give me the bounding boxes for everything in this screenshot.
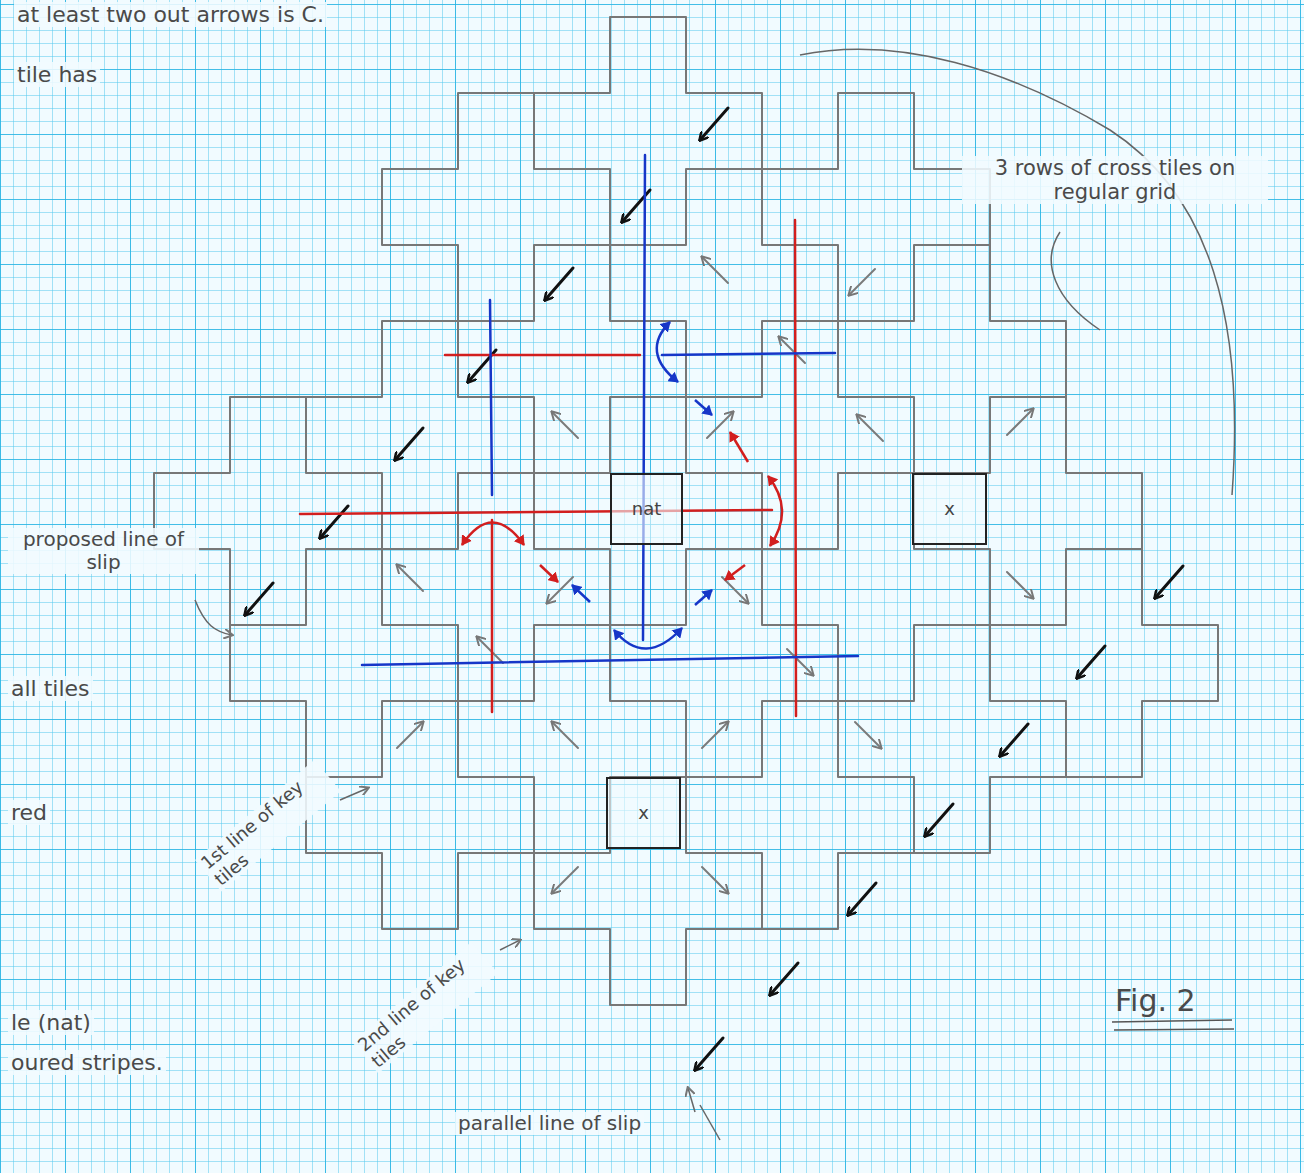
direction-arrow (1000, 724, 1028, 756)
handwritten-note: proposed line of slip (8, 528, 199, 574)
colour-stripe (362, 656, 858, 665)
direction-arrow (397, 722, 423, 748)
rotation-arrow (657, 322, 678, 382)
figure-caption: Fig. 2 (1112, 984, 1199, 1019)
rotation-arrow (462, 523, 524, 546)
direction-arrow (779, 337, 805, 363)
small-arrow (725, 565, 745, 580)
direction-arrow (702, 722, 728, 748)
colour-stripe (300, 510, 772, 514)
small-arrow (572, 585, 590, 602)
direction-arrow (1007, 572, 1033, 598)
handwritten-note: red (8, 800, 50, 825)
direction-arrow (397, 565, 423, 591)
handwritten-note: parallel line of slip (455, 1112, 644, 1135)
direction-arrow (1077, 646, 1105, 678)
marked-tile: x (606, 777, 681, 849)
direction-arrow (770, 963, 798, 995)
colour-stripe (491, 520, 494, 712)
direction-arrow (855, 722, 881, 748)
colour-stripe (643, 155, 645, 640)
direction-arrow (702, 867, 728, 893)
direction-arrow (477, 637, 503, 663)
handwritten-note: le (nat) (8, 1010, 94, 1035)
direction-arrow (1155, 566, 1183, 598)
direction-arrow (552, 412, 578, 438)
small-arrow (695, 590, 712, 605)
marked-tile: x (912, 473, 987, 545)
direction-arrow (1007, 409, 1033, 435)
direction-arrow (707, 412, 733, 438)
colour-stripe (490, 300, 492, 495)
handwritten-note: all tiles (8, 676, 93, 701)
direction-arrow (857, 415, 883, 441)
direction-arrow (787, 649, 813, 675)
direction-arrow (320, 506, 348, 538)
direction-arrow (395, 428, 423, 460)
direction-arrow (722, 577, 748, 603)
direction-arrow (245, 583, 273, 615)
handwritten-note: 2nd line of key tiles (352, 942, 498, 1074)
colour-stripe (662, 353, 835, 355)
handwritten-note: oured stripes. (8, 1050, 166, 1075)
small-arrow (540, 565, 558, 582)
handwritten-note: 1st line of key tiles (195, 760, 341, 892)
direction-arrow (552, 867, 578, 893)
colour-stripe (445, 354, 640, 357)
direction-arrow (552, 722, 578, 748)
rotation-arrow (614, 628, 682, 649)
direction-arrow (547, 577, 573, 603)
handwritten-note: 3 rows of cross tiles on regular grid (962, 156, 1268, 204)
direction-arrow (849, 269, 875, 295)
direction-arrow (925, 804, 953, 836)
small-arrow (730, 432, 748, 462)
marked-tile: nat (610, 473, 683, 545)
tile-label: x (638, 803, 649, 823)
direction-arrow (700, 108, 728, 140)
direction-arrow (848, 883, 876, 915)
direction-arrow (695, 1038, 723, 1070)
direction-arrow (545, 268, 573, 300)
rotation-arrow (768, 476, 782, 546)
handwritten-note: at least two out arrows is C. (14, 2, 327, 27)
small-arrow (695, 400, 712, 415)
tile-label: nat (632, 499, 662, 519)
tile-label: x (944, 499, 955, 519)
handwritten-note: tile has (14, 62, 100, 87)
direction-arrow (702, 257, 728, 283)
colour-stripe (795, 220, 796, 716)
